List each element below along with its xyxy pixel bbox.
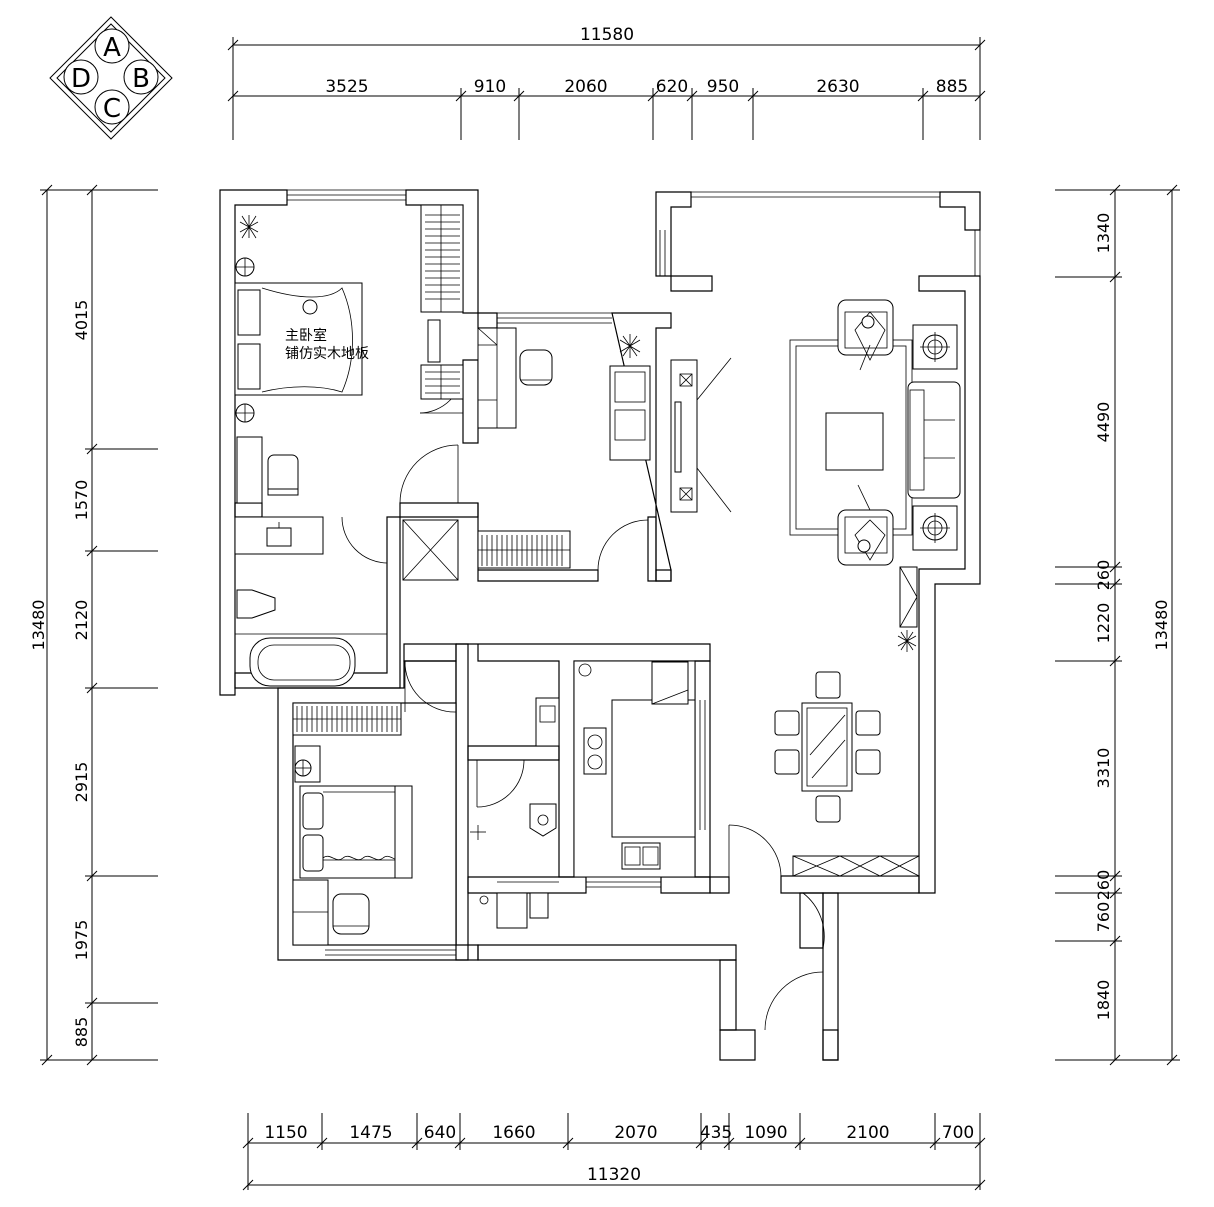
compass-rose: A B C D [49,16,173,140]
top-dimension-1: 3525 [325,77,368,97]
compass-letter-b: B [132,64,150,94]
bottom-dimension-7: 1090 [744,1123,787,1143]
top-dimension-5: 950 [707,77,739,97]
second-bedroom-furniture [292,702,413,946]
right-dimension-7: 760 [1094,902,1113,933]
plant-icon [239,215,259,239]
compass-letter-a: A [103,33,121,63]
living-room-furniture [789,299,961,566]
left-dimension-1: 4015 [72,300,91,341]
bottom-dimension-9: 700 [942,1123,974,1143]
master-bedroom-label: 主卧室 [285,327,327,344]
right-dimension-lines [1055,184,1180,1066]
bottom-total-dimension: 11320 [587,1165,641,1185]
bottom-dimension-4: 1660 [492,1123,535,1143]
storage-closet [402,519,459,581]
right-dimension-3: 260 [1094,560,1113,591]
right-total-dimension: 13480 [1152,600,1171,651]
left-dimension-3: 2120 [72,600,91,641]
top-dimension-6: 2630 [816,77,859,97]
master-bedroom-furniture: 主卧室 铺仿实木地板 [234,204,464,504]
second-bathroom-fixtures [470,697,560,840]
master-bedroom-floor-note: 铺仿实木地板 [285,346,369,362]
right-dimension-6: 260 [1094,870,1113,901]
left-dimension-4: 2915 [72,762,91,803]
right-dimension-8: 1840 [1094,980,1113,1021]
bottom-dimension-5: 2070 [614,1123,657,1143]
tv-cabinet [670,357,732,513]
left-total-dimension: 13480 [29,600,48,651]
master-bathroom-fixtures [234,516,387,687]
utility-fixtures [479,892,549,929]
bottom-dimension-6: 435 [700,1123,732,1143]
right-dimension-5: 3310 [1094,748,1113,789]
plant-icon [897,630,917,652]
plant-icon [619,334,641,358]
left-dimension-lines [40,184,158,1066]
left-dimension-5: 1975 [72,920,91,961]
top-dimension-3: 2060 [564,77,607,97]
top-dimension-4: 620 [656,77,688,97]
top-dimension-2: 910 [474,77,506,97]
compass-letter-c: C [103,94,121,124]
right-dimension-4: 1220 [1094,603,1113,644]
top-dimension-7: 885 [936,77,968,97]
left-dimension-6: 885 [72,1017,91,1048]
study-furniture [477,327,651,569]
top-total-dimension: 11580 [580,25,634,45]
top-dimension-lines [227,37,986,140]
bottom-dimension-8: 2100 [846,1123,889,1143]
right-dimension-1: 1340 [1094,213,1113,254]
bottom-dimension-lines [242,1113,986,1191]
left-dimension-2: 1570 [72,480,91,521]
bottom-dimension-1: 1150 [264,1123,307,1143]
dining-set [774,566,920,877]
bottom-dimension-3: 640 [424,1123,456,1143]
compass-letter-d: D [71,64,91,94]
doors [341,369,825,1031]
right-dimension-2: 4490 [1094,402,1113,443]
kitchen-fixtures [573,660,696,878]
bottom-dimension-2: 1475 [349,1123,392,1143]
